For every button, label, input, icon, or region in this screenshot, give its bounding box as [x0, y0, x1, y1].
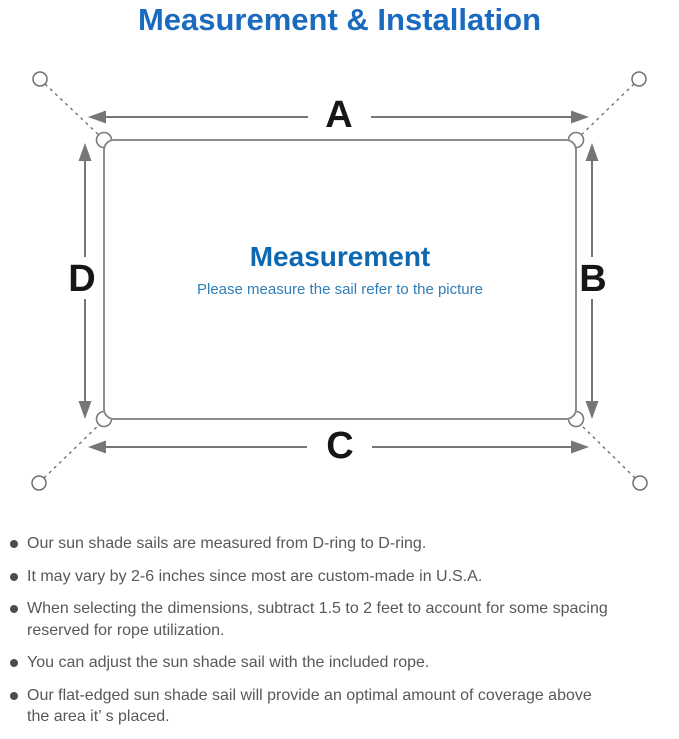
note-line: the area it’ s placed. — [27, 708, 170, 725]
note-line: Our sun shade sails are measured from D-… — [27, 535, 427, 552]
note-text: You can adjust the sun shade sail with t… — [27, 652, 429, 674]
list-item: It may vary by 2-6 inches since most are… — [10, 566, 672, 588]
arrow-down-icon-b — [585, 401, 599, 419]
note-line: reserved for rope utilization. — [27, 621, 225, 639]
note-line: Our flat-edged sun shade sail will provi… — [27, 686, 592, 704]
anchor-ring-icon-bottom-left — [31, 475, 47, 491]
list-item: When selecting the dimensions, subtract … — [10, 598, 672, 641]
measurement-subheading: Please measure the sail refer to the pic… — [197, 281, 483, 298]
arrow-left-icon-a — [88, 110, 106, 124]
note-line: You can adjust the sun shade sail with t… — [27, 654, 430, 671]
arrow-down-icon-d — [78, 401, 92, 419]
bullet-icon — [10, 659, 18, 667]
dimension-label-a: A — [325, 94, 352, 136]
note-line: When selecting the dimensions, subtract … — [27, 600, 608, 617]
note-text: It may vary by 2-6 inches since most are… — [27, 566, 482, 588]
dimension-c — [88, 440, 589, 454]
bullet-icon — [10, 572, 18, 581]
anchor-ring-icon-bottom-right — [632, 475, 648, 491]
bullet-icon — [10, 605, 18, 613]
arrow-right-icon-a — [571, 110, 589, 124]
list-item: Our sun shade sails are measured from D-… — [10, 533, 672, 555]
page-title: Measurement & Installation — [137, 2, 542, 37]
rope-line-bottom-left — [43, 421, 103, 479]
dimension-label-c: C — [326, 425, 353, 467]
note-text: Our flat-edged sun shade sail will provi… — [27, 685, 592, 728]
dimension-b — [585, 143, 599, 419]
measurement-heading: Measurement — [249, 241, 431, 272]
list-item: You can adjust the sun shade sail with t… — [10, 652, 672, 674]
note-text: When selecting the dimensions, subtract … — [27, 598, 608, 641]
rope-line-bottom-right — [577, 421, 636, 479]
sail-rectangle — [103, 139, 577, 420]
dimension-label-b: B — [579, 258, 606, 300]
dimension-label-d: D — [68, 258, 95, 300]
bullet-icon — [10, 691, 18, 700]
measurement-diagram: A C D B Measurement Please measure the s… — [0, 60, 679, 520]
anchor-ring-icon-top-right — [631, 71, 647, 87]
notes-list: Our sun shade sails are measured from D-… — [10, 533, 672, 739]
arrow-up-icon-d — [78, 143, 92, 161]
anchor-points — [31, 71, 648, 491]
arrow-left-icon-c — [88, 440, 106, 454]
dimension-d — [78, 143, 92, 419]
rope-lines — [43, 83, 636, 479]
rope-line-top-right — [577, 83, 635, 139]
sail-center-text: Measurement Please measure the sail refe… — [104, 241, 576, 298]
dimension-a — [88, 110, 589, 124]
anchor-ring-icon-top-left — [32, 71, 48, 87]
diagram-canvas: A C D B — [31, 71, 648, 491]
bullet-icon — [10, 540, 18, 548]
rope-line-top-left — [44, 83, 103, 139]
arrow-right-icon-c — [571, 440, 589, 454]
note-line: It may vary by 2-6 inches since most are… — [27, 567, 483, 585]
arrow-up-icon-b — [585, 143, 599, 161]
list-item: Our flat-edged sun shade sail will provi… — [10, 685, 672, 728]
note-text: Our sun shade sails are measured from D-… — [27, 533, 426, 555]
